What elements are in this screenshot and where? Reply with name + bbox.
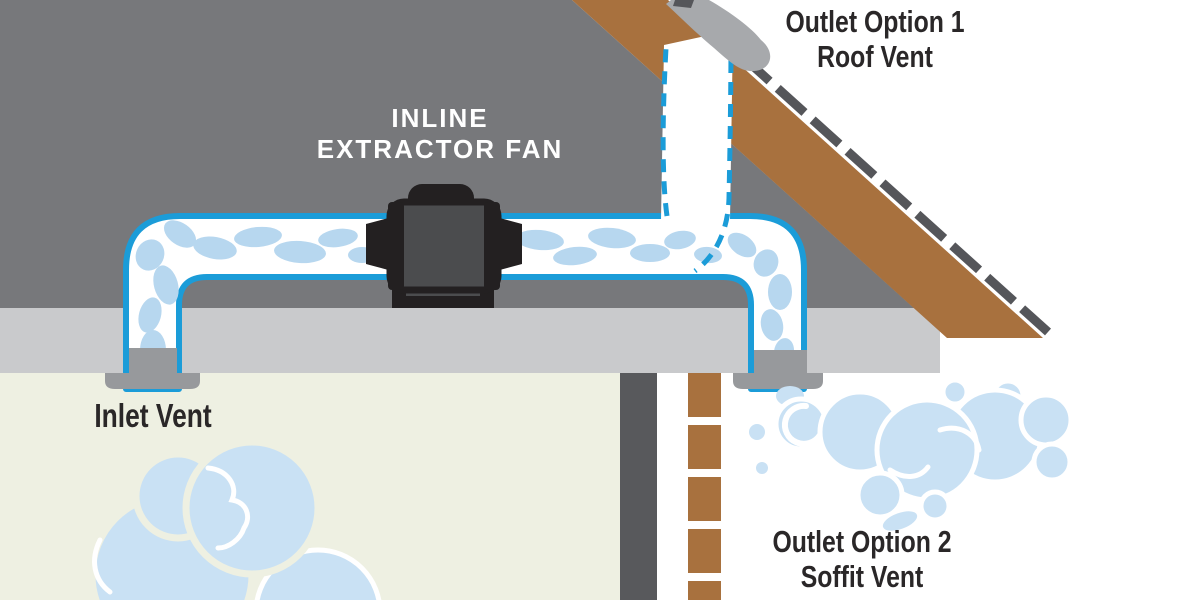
- outlet-option-2-soffit-vent-label: Outlet Option 2 Soffit Vent: [772, 524, 952, 594]
- outlet-option-1-roof-vent-label: Outlet Option 1 Roof Vent: [785, 4, 965, 74]
- wall-post: [620, 373, 657, 600]
- room-steam-cloud: [88, 438, 382, 600]
- inlet-vent-plate: [129, 348, 177, 373]
- inlet-vent-flange: [105, 373, 200, 389]
- roof-vent-cap: [666, 0, 771, 72]
- inline-fan: [366, 184, 522, 308]
- roof-duct-dashed-left: [660, 47, 670, 217]
- soffit-steam-cloud: [749, 377, 1074, 531]
- brick-pillar: [688, 373, 721, 600]
- soffit-vent-flange: [733, 373, 823, 389]
- roof-duct-dashed-right: [693, 37, 734, 274]
- roof-duct-channel: [661, 30, 733, 220]
- roof-tiles: [672, 0, 1052, 336]
- roof-vent-cap-tile: [673, 0, 694, 8]
- soffit-vent-plate: [754, 350, 807, 373]
- inline-extractor-fan-label: INLINE EXTRACTOR FAN: [316, 103, 564, 164]
- inlet-vent-label: Inlet Vent: [94, 397, 212, 434]
